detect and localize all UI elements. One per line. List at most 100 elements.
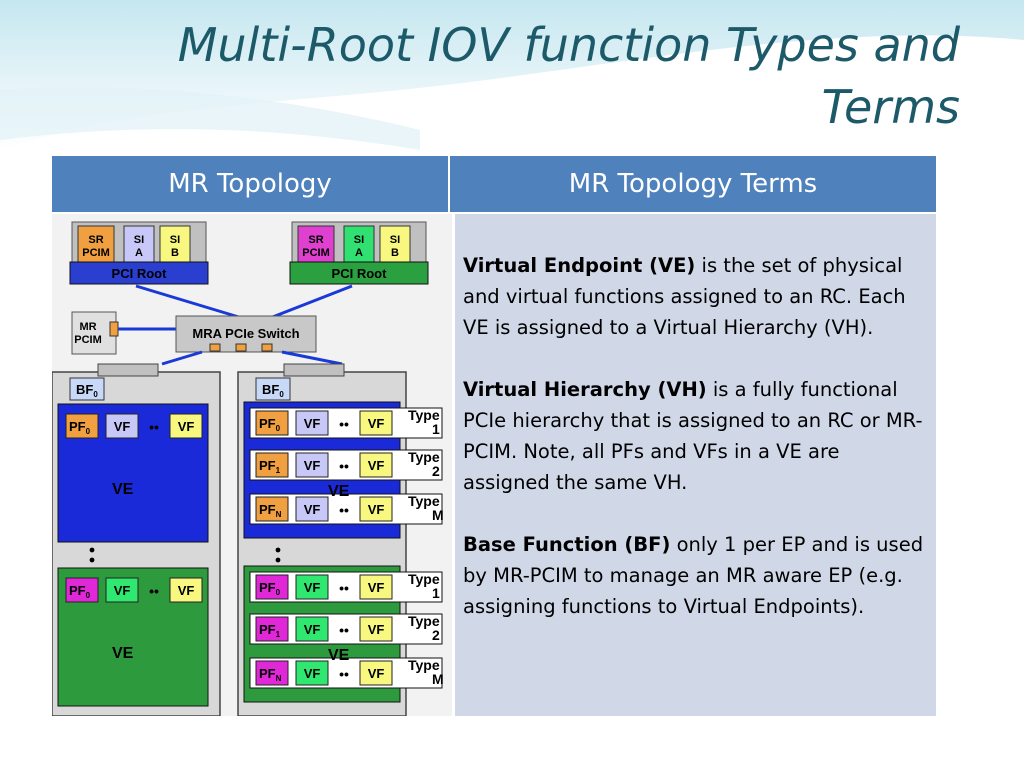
term-bf-name: Base Function (BF) xyxy=(463,533,671,556)
ep2-green-row-0-vf2-label: VF xyxy=(368,580,385,595)
root1-sia-a: A xyxy=(135,247,143,259)
ep2-blue-row-1-dots: •• xyxy=(339,458,349,474)
ep2-green-row-1-vf2-label: VF xyxy=(368,622,385,637)
ep2-green-row-0-pf-box xyxy=(255,574,289,600)
ep2-vdot-1 xyxy=(275,557,281,563)
ep1-green-row-dots: •• xyxy=(149,583,159,599)
ep1-green-row-pf-label: PF0 xyxy=(69,583,91,600)
root2-sib-box xyxy=(379,225,411,265)
root1-pcim-text: PCIM xyxy=(82,247,110,259)
mr-pcim-box xyxy=(71,311,117,355)
ep2-blue-row-1-vf2-label: VF xyxy=(368,458,385,473)
ep1-blue-row-dots: •• xyxy=(149,419,159,435)
ep2-vdot-0 xyxy=(275,547,281,553)
header-mr-topology-terms: MR Topology Terms xyxy=(450,156,936,212)
ep2-blue-row-2-pf-box xyxy=(255,496,289,522)
root2-sia-si: SI xyxy=(354,234,364,246)
ep2-green-row-2-vf2-box xyxy=(359,660,393,686)
link-switch-ep2 xyxy=(281,350,343,366)
ep2-connector xyxy=(283,363,345,377)
term-vh-name: Virtual Hierarchy (VH) xyxy=(463,378,707,401)
term-vh-text: is a fully functional PCIe hierarchy tha… xyxy=(463,378,923,494)
ep2-blue-row-1-vf1-label: VF xyxy=(304,458,321,473)
ep1-blue-row-pf-box xyxy=(65,413,99,439)
ep1-green-row-pf-box xyxy=(65,577,99,603)
root2-sr-box xyxy=(297,225,335,265)
term-bf-text: only 1 per EP and is used by MR-PCIM to … xyxy=(463,533,924,618)
ep2-green-row-1-vf1-box xyxy=(295,616,329,642)
root2-pcim-text: PCIM xyxy=(302,247,330,259)
root2-bar xyxy=(289,261,429,285)
term-bf: Base Function (BF) only 1 per EP and is … xyxy=(463,529,931,622)
switch-port-0 xyxy=(209,343,221,352)
term-ve-text: is the set of physical and virtual funct… xyxy=(463,254,906,339)
ep2-green-row-2-vf1-box xyxy=(295,660,329,686)
ep2-blue-row-2-vf1-label: VF xyxy=(304,502,321,517)
root1-sr-box xyxy=(77,225,115,265)
ep1-connector xyxy=(97,363,159,377)
ep2-blue-row-0-pf-box xyxy=(255,410,289,436)
root1-sib-si: SI xyxy=(170,234,180,246)
header-mr-topology: MR Topology xyxy=(52,156,448,212)
switch-port-1 xyxy=(235,343,247,352)
ep2-blue-row-2-vf2-label: VF xyxy=(368,502,385,517)
ep1-vdot-1 xyxy=(89,557,95,563)
ep2-blue-row-2-vf2-box xyxy=(359,496,393,522)
ep2-green-row-2-vf2-label: VF xyxy=(368,666,385,681)
ep2-blue-ve-label: VE xyxy=(328,483,350,500)
slide-title: Multi-Root IOV function Types and Terms xyxy=(177,18,960,134)
ep2-green-row-2-type: Type xyxy=(408,657,440,673)
root2-sib-b: B xyxy=(391,247,399,259)
root1-sr-text: SR xyxy=(88,234,103,246)
ep1-bf-box xyxy=(69,377,105,401)
ep1-ve-blue-label: VE xyxy=(112,481,134,498)
term-vh: Virtual Hierarchy (VH) is a fully functi… xyxy=(463,374,931,498)
ep2-green-row-1-pf-label: PF1 xyxy=(259,622,281,639)
ep1-ve-green-label: VE xyxy=(112,645,134,662)
root2-sr-text: SR xyxy=(308,234,323,246)
ep2-green-row-0-vf2-box xyxy=(359,574,393,600)
ep2-blue-row-0-vf1-label: VF xyxy=(304,416,321,431)
ep2-green-row-0-type: Type xyxy=(408,571,440,587)
root1-sia-si: SI xyxy=(134,234,144,246)
ep2-green-row-1-vf2-box xyxy=(359,616,393,642)
switch-label: MRA PCIe Switch xyxy=(192,326,299,341)
ep2-blue-row-0-pf-label: PF0 xyxy=(259,416,281,433)
ep2-blue-row-1-pf-box xyxy=(255,452,289,478)
ep1-green-row-vf2-box xyxy=(169,577,203,603)
ep2-blue-row-2-num: M xyxy=(432,507,444,523)
ep2-blue-row-0-vf1-box xyxy=(295,410,329,436)
root1-sib-b: B xyxy=(171,247,179,259)
ep2-green-row-2-dots: •• xyxy=(339,666,349,682)
ep1-blue-row-vf1-box xyxy=(105,413,139,439)
ep2-green-row-2-num: M xyxy=(432,671,444,687)
ep1-blue-row-pf-label: PF0 xyxy=(69,419,91,436)
ep2-green-row-1-type: Type xyxy=(408,613,440,629)
terms-cell: Virtual Endpoint (VE) is the set of phys… xyxy=(455,214,936,716)
root1-sia-box xyxy=(123,225,155,265)
root1-bar xyxy=(69,261,209,285)
ep2-green-ve-label: VE xyxy=(328,647,350,664)
ep2-green-row-2-pf-box xyxy=(255,660,289,686)
ep2-green-row-0-vf1-label: VF xyxy=(304,580,321,595)
term-ve-name: Virtual Endpoint (VE) xyxy=(463,254,696,277)
mr-pcim-pcim: PCIM xyxy=(74,334,102,346)
ep2-green-row-1-num: 2 xyxy=(432,627,440,643)
root2-sia-a: A xyxy=(355,247,363,259)
ep1-blue-row-vf2-label: VF xyxy=(178,419,195,434)
ep1-blue-row-vf1-label: VF xyxy=(114,419,131,434)
ep2-blue-row-0-dots: •• xyxy=(339,416,349,432)
link-switch-ep1 xyxy=(161,350,203,366)
ep1-blue-row-vf2-box xyxy=(169,413,203,439)
ep1-green-row-vf2-label: VF xyxy=(178,583,195,598)
ep2-blue-row-2-type: Type xyxy=(408,493,440,509)
root2-sia-box xyxy=(343,225,375,265)
terms-list: Virtual Endpoint (VE) is the set of phys… xyxy=(463,250,931,653)
link-root1-switch xyxy=(135,284,243,320)
ep2-green-row-0-num: 1 xyxy=(432,585,440,601)
ep2-green-row-0-dots: •• xyxy=(339,580,349,596)
